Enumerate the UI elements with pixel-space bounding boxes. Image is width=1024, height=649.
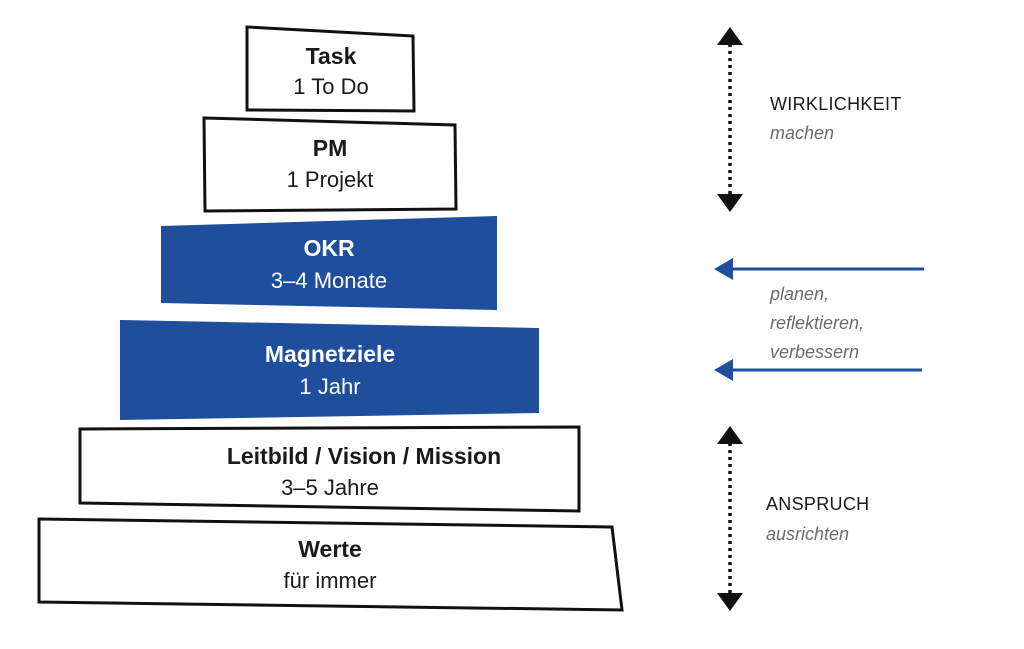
side-middle-line-2: reflektieren, (770, 313, 864, 333)
level-task-subtitle: 1 To Do (293, 74, 368, 99)
level-magnetziele-box (120, 320, 539, 420)
level-magnetziele-title: Magnetziele (265, 341, 395, 367)
level-pm-box (202, 116, 458, 213)
level-okr: OKR 3–4 Monate (161, 216, 497, 310)
level-leitbild-subtitle: 3–5 Jahre (281, 475, 379, 500)
level-task-title: Task (306, 43, 357, 69)
level-leitbild-title: Leitbild / Vision / Mission (227, 443, 501, 469)
level-okr-subtitle: 3–4 Monate (271, 268, 387, 293)
side-bottom-label: ANSPRUCH (766, 494, 869, 514)
level-werte: Werte für immer (37, 517, 624, 612)
side-middle-line-3: verbessern (770, 342, 859, 362)
side-top-label: WIRKLICHKEIT (770, 94, 902, 114)
level-werte-subtitle: für immer (284, 568, 377, 593)
level-leitbild-box (78, 425, 581, 513)
level-pm: PM 1 Projekt (202, 116, 458, 213)
level-task-box (245, 25, 416, 113)
level-pm-title: PM (313, 135, 348, 161)
arrow-left-lower-icon (714, 359, 922, 381)
level-werte-title: Werte (298, 536, 362, 562)
level-okr-box (161, 216, 497, 310)
level-leitbild: Leitbild / Vision / Mission 3–5 Jahre (78, 425, 581, 513)
side-middle-line-1: planen, (769, 284, 829, 304)
side-top-verb: machen (770, 123, 834, 143)
level-magnetziele: Magnetziele 1 Jahr (120, 320, 539, 420)
level-task: Task 1 To Do (245, 25, 416, 113)
double-arrow-bottom-icon (717, 426, 743, 611)
double-arrow-top-icon (717, 27, 743, 212)
level-werte-box (37, 517, 624, 612)
level-pm-subtitle: 1 Projekt (287, 167, 374, 192)
arrow-left-upper-icon (714, 258, 924, 280)
side-bottom-verb: ausrichten (766, 524, 849, 544)
level-magnetziele-subtitle: 1 Jahr (299, 374, 360, 399)
level-okr-title: OKR (303, 235, 355, 261)
